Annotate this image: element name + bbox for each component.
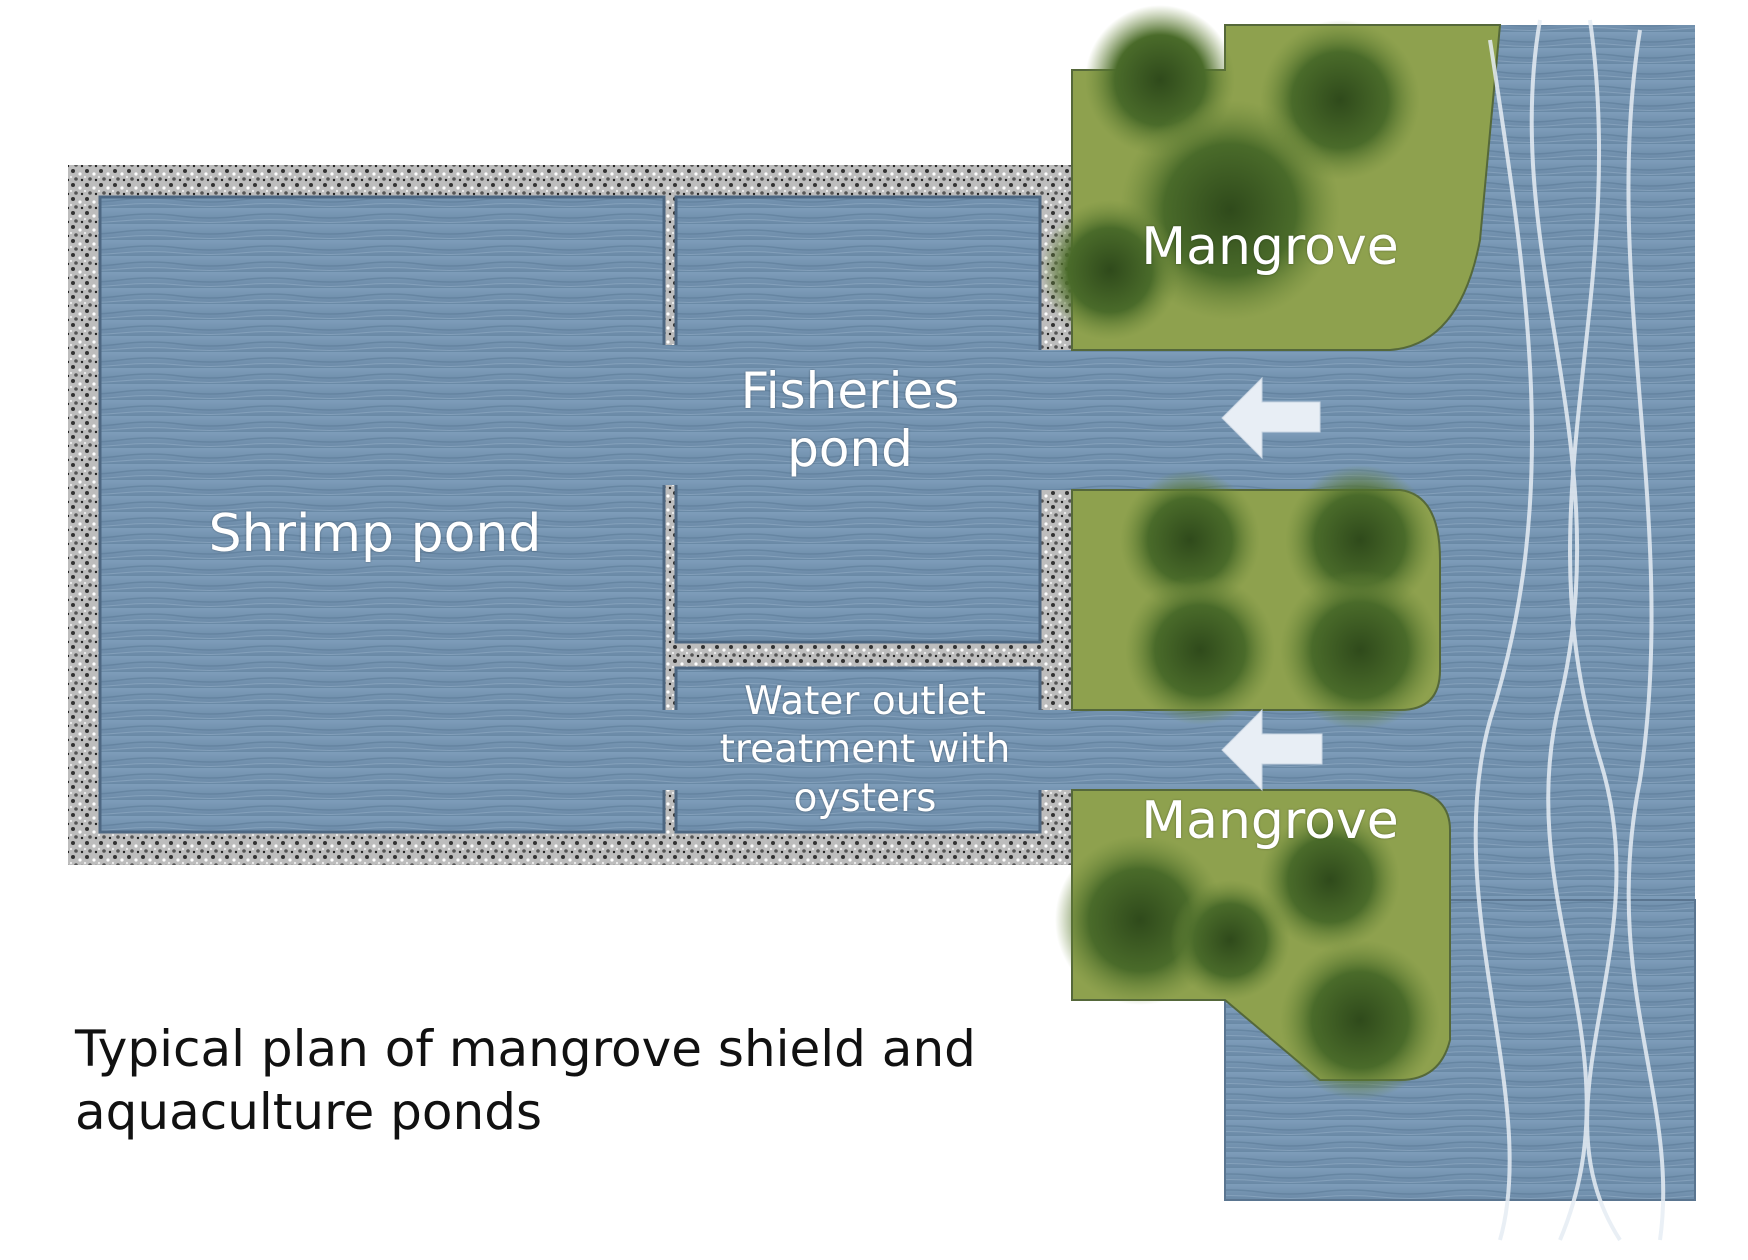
outlet-gap-upper (1035, 350, 1080, 490)
pond-gap-upper (660, 345, 682, 485)
river-flow-lines (1473, 19, 1666, 1242)
shrimp-pond (98, 195, 666, 834)
water-outlet-label-line: Water outlet (744, 679, 986, 724)
fisheries-pond-label-line: Fisheries (740, 362, 960, 420)
diagram-caption: Typical plan of mangrove shield and aqua… (75, 1018, 1055, 1144)
mangrove-label-bottom: Mangrove (1141, 791, 1399, 851)
water-outlet-label-line: treatment with (719, 727, 1011, 773)
water-outlet-pond (674, 666, 1042, 834)
water-outlet-label-line: oysters (793, 775, 937, 821)
outlet-gap-lower (1035, 710, 1080, 790)
caption-line: aquaculture ponds (75, 1083, 542, 1141)
flow-arrow-icon (1221, 708, 1323, 792)
fisheries-pond-label-line: pond (787, 419, 913, 478)
fisheries-pond (674, 195, 1042, 644)
shrimp-pond-label: Shrimp pond (208, 504, 542, 564)
flow-arrow-icon (1221, 376, 1321, 460)
pond-gap-lower (660, 710, 682, 790)
mangrove-label-top: Mangrove (1141, 217, 1399, 277)
fisheries-pond-label: Fisheries pond (700, 362, 1000, 478)
mangrove-trees (1040, 5, 1440, 1100)
caption-line: Typical plan of mangrove shield and (75, 1020, 976, 1078)
water-outlet-label: Water outlet treatment with oysters (690, 678, 1040, 823)
